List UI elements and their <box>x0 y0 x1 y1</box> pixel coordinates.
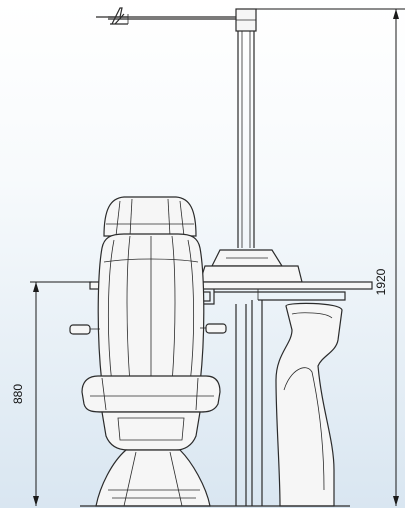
dimension-total-height-label: 1920 <box>374 268 388 295</box>
arm-lamp <box>96 7 129 25</box>
chair-armrest-right <box>205 323 227 334</box>
chair-armrest-left <box>69 324 91 335</box>
chair-base <box>95 449 211 507</box>
chair-headrest <box>103 196 197 237</box>
patient-chair <box>69 196 227 507</box>
instrument-table <box>89 281 373 506</box>
dimension-table-height: 880 <box>11 281 92 506</box>
lift-housing <box>275 302 343 507</box>
dimension-table-height-label: 880 <box>11 384 25 404</box>
column-with-arm <box>96 7 303 283</box>
chair-seat <box>81 375 221 413</box>
dimension-total-height: 1920 <box>256 8 405 506</box>
